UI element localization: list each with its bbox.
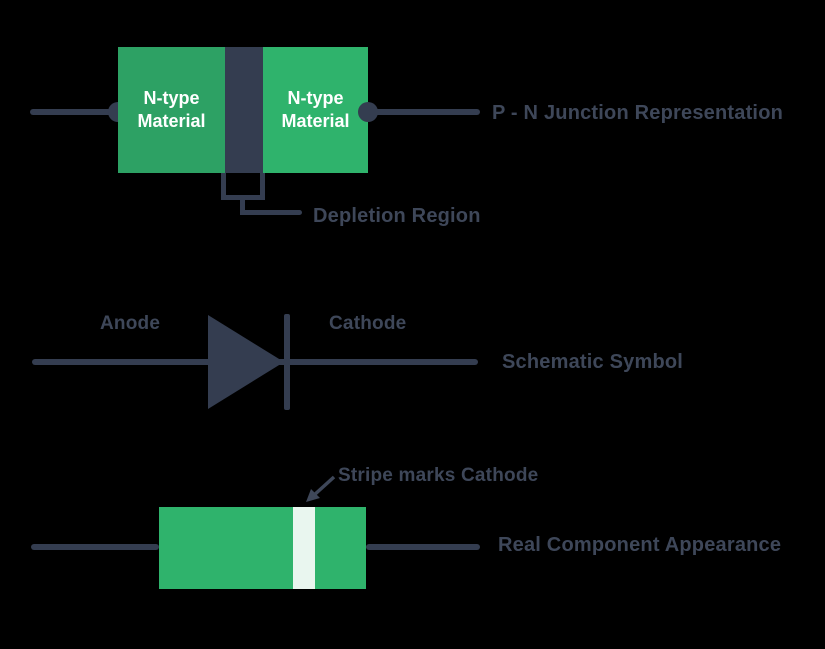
component-body (159, 507, 366, 589)
stripe-arrow-icon (306, 475, 336, 502)
bracket-center-stem (240, 195, 245, 215)
cathode-bar-symbol (284, 314, 290, 410)
stripe-marks-cathode-label: Stripe marks Cathode (338, 465, 539, 486)
right-material-label-line2: Material (281, 111, 350, 131)
left-material-block: N-type Material (118, 47, 225, 173)
anode-label: Anode (100, 313, 161, 334)
bracket-pointer-line (240, 210, 302, 215)
schematic-symbol-title: Schematic Symbol (502, 351, 684, 373)
diode-triangle-symbol (208, 315, 284, 409)
bracket-right-arm (260, 173, 265, 200)
component-right-lead (366, 544, 480, 550)
cathode-stripe (293, 507, 315, 589)
real-component-title: Real Component Appearance (498, 534, 782, 556)
depletion-region-label: Depletion Region (313, 205, 481, 227)
right-material-block: N-type Material (263, 47, 368, 173)
left-material-label-line2: Material (137, 111, 206, 131)
right-material-label-line1: N-type (287, 88, 344, 108)
bracket-left-arm (221, 173, 226, 200)
left-lead-wire (30, 109, 118, 115)
component-left-lead (31, 544, 159, 550)
pn-junction-blocks: N-type Material N-type Material (118, 47, 368, 173)
cathode-label: Cathode (329, 313, 407, 334)
left-material-label-line1: N-type (143, 88, 200, 108)
depletion-region-strip (225, 47, 263, 173)
right-lead-wire (368, 109, 480, 115)
pn-junction-title: P - N Junction Representation (492, 102, 784, 124)
